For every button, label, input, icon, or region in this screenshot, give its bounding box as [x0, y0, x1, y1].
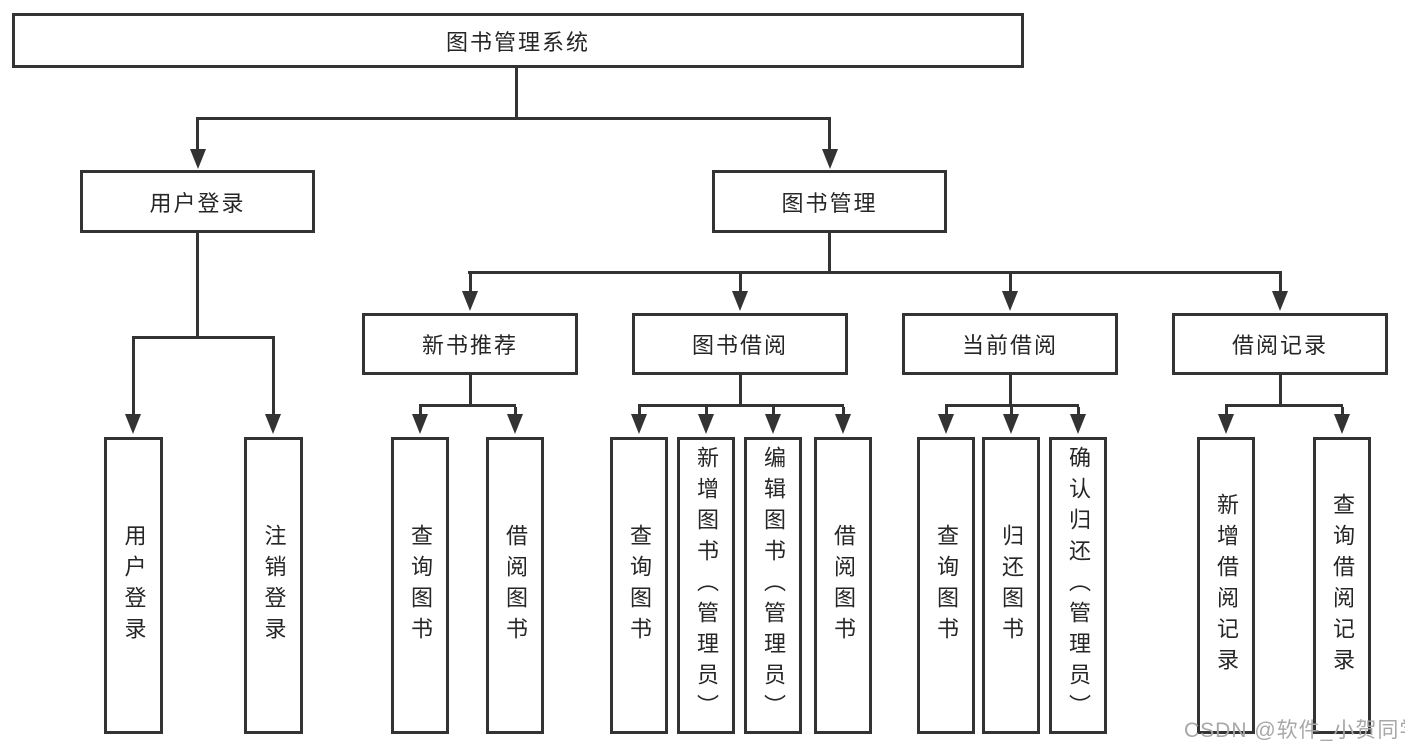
leaf-query-books-3: 查询图书: [917, 437, 975, 734]
arrow-down-icon: [1002, 291, 1018, 311]
connector-user-login-hline: [132, 336, 275, 339]
connector-g4c2-shaft: [1076, 407, 1080, 416]
connector-g5-stem: [1278, 375, 1282, 407]
connector-level2-hline: [196, 117, 831, 120]
leaf-add-borrow-record: 新增借阅记录: [1197, 437, 1255, 734]
connector-level3-hline: [468, 271, 1282, 274]
arrow-down-icon: [1334, 414, 1350, 434]
connector-g3-stem: [738, 375, 742, 407]
arrow-down-icon: [822, 149, 838, 169]
connector-user-login-shaft: [196, 120, 199, 151]
arrow-down-icon: [412, 414, 428, 434]
arrow-down-icon: [190, 149, 206, 169]
connector-g3-hline: [638, 404, 844, 407]
leaf-add-books-admin: 新增图书（管理员）: [677, 437, 735, 734]
node-borrowing-records: 借阅记录: [1172, 313, 1388, 375]
watermark: CSDN @软件_小贺同学: [1184, 719, 1405, 742]
node-book-management: 图书管理: [712, 170, 947, 233]
connector-book-mgmt-stem: [828, 233, 831, 274]
connector-g2-stem: [468, 375, 472, 407]
node-current-borrowing: 当前借阅: [902, 313, 1118, 375]
arrow-down-icon: [631, 414, 647, 434]
node-root: 图书管理系统: [12, 13, 1024, 68]
connector-g5c0-shaft: [1224, 407, 1228, 416]
arrow-down-icon: [1003, 414, 1019, 434]
node-user-login: 用户登录: [80, 170, 315, 233]
arrow-down-icon: [1218, 414, 1234, 434]
connector-logout-leaf-shaft: [271, 339, 275, 416]
connector-g2c1-shaft: [513, 407, 517, 416]
connector-new-book-shaft: [468, 274, 472, 293]
node-new-book-recommend: 新书推荐: [362, 313, 578, 375]
arrow-down-icon: [765, 414, 781, 434]
connector-g3c0-shaft: [637, 407, 641, 416]
leaf-user-login: 用户登录: [104, 437, 163, 734]
leaf-confirm-return-admin: 确认归还（管理员）: [1049, 437, 1107, 734]
connector-g4-hline: [945, 404, 1079, 407]
arrow-down-icon: [698, 414, 714, 434]
leaf-query-books-1: 查询图书: [391, 437, 449, 734]
leaf-borrow-books-2: 借阅图书: [814, 437, 872, 734]
arrow-down-icon: [835, 414, 851, 434]
leaf-query-borrow-record: 查询借阅记录: [1313, 437, 1371, 734]
arrow-down-icon: [462, 291, 478, 311]
leaf-return-books: 归还图书: [982, 437, 1040, 734]
connector-g5c1-shaft: [1340, 407, 1344, 416]
leaf-logout: 注销登录: [244, 437, 303, 734]
connector-login-leaf-shaft: [131, 339, 135, 416]
connector-g2-hline: [419, 404, 516, 407]
leaf-query-books-2: 查询图书: [610, 437, 668, 734]
connector-g3c1-shaft: [704, 407, 708, 416]
arrow-down-icon: [938, 414, 954, 434]
connector-root-stem: [515, 68, 518, 120]
arrow-down-icon: [732, 291, 748, 311]
arrow-down-icon: [1272, 291, 1288, 311]
connector-g3c3-shaft: [841, 407, 845, 416]
arrow-down-icon: [265, 414, 281, 434]
leaf-edit-books-admin: 编辑图书（管理员）: [744, 437, 802, 734]
arrow-down-icon: [1070, 414, 1086, 434]
connector-book-borrow-shaft: [738, 274, 742, 293]
leaf-borrow-books-1: 借阅图书: [486, 437, 544, 734]
arrow-down-icon: [507, 414, 523, 434]
connector-user-login-stem: [196, 233, 199, 339]
connector-borrow-record-shaft: [1278, 274, 1282, 293]
connector-g4c0-shaft: [944, 407, 948, 416]
connector-g3c2-shaft: [771, 407, 775, 416]
connector-current-borrow-shaft: [1008, 274, 1012, 293]
arrow-down-icon: [125, 414, 141, 434]
connector-g4-stem: [1008, 375, 1012, 407]
connector-book-mgmt-shaft: [828, 120, 831, 151]
connector-g4c1-shaft: [1009, 407, 1013, 416]
connector-g5-hline: [1225, 404, 1343, 407]
connector-g2c0-shaft: [418, 407, 422, 416]
node-book-borrowing: 图书借阅: [632, 313, 848, 375]
